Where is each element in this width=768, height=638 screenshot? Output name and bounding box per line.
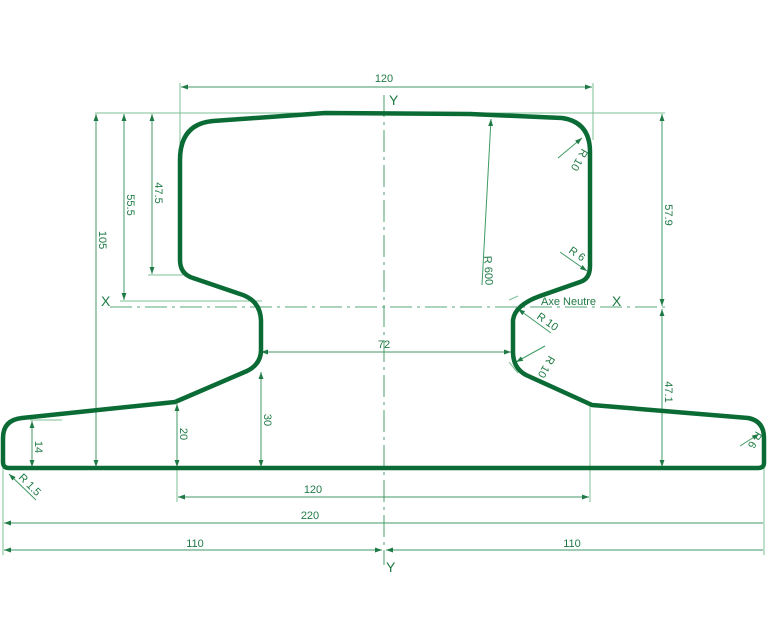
axis-y-bottom-label: Y (386, 559, 396, 575)
dim-half-left: 110 (186, 538, 204, 550)
dim-47-1: 47.1 (662, 381, 674, 402)
axis-x-right-label: X (612, 293, 622, 309)
dim-half-right: 110 (563, 538, 581, 550)
axis-x-left-label: X (101, 293, 111, 309)
axis-y-top-label: Y (389, 92, 399, 108)
dim-head-width: 120 (375, 73, 393, 85)
dim-47-5: 47.5 (152, 182, 164, 203)
dimension-lines (4, 84, 763, 553)
dim-web-width: 72 (378, 339, 390, 351)
radius-head-corner-label: R 10 (568, 147, 590, 173)
radius-600-label: R 600 (481, 256, 495, 286)
dim-30: 30 (261, 414, 273, 426)
radius-foot-right-label: R 6 (745, 429, 764, 450)
radius-web-bottom-label: R 10 (535, 354, 557, 380)
dim-base-220: 220 (301, 510, 319, 522)
dim-base-120: 120 (304, 484, 322, 496)
dim-55-5: 55.5 (124, 194, 136, 215)
dim-57-9: 57.9 (662, 204, 674, 225)
dim-total-height: 105 (96, 231, 108, 249)
rail-outline (0, 110, 767, 471)
neutral-axis-label: Axe Neutre (541, 296, 596, 308)
dim-14: 14 (32, 441, 44, 453)
radius-head-underside-label: R 6 (566, 245, 587, 265)
dim-20: 20 (177, 428, 189, 440)
